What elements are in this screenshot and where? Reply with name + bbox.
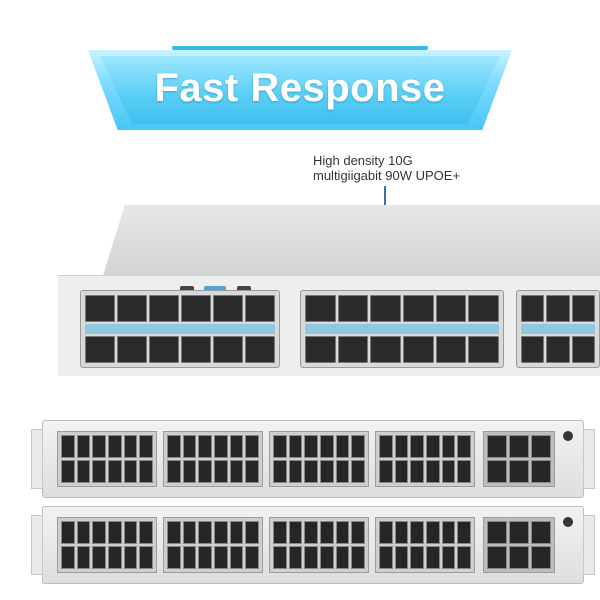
port-group (57, 431, 157, 487)
led-strip (521, 324, 595, 334)
feature-callout: High density 10G multigiigabit 90W UPOE+ (313, 153, 513, 183)
switch-chassis-top (103, 205, 600, 275)
rack-ear-right (583, 515, 595, 575)
callout-line-2: multigiigabit 90W UPOE+ (313, 168, 461, 183)
port-group (269, 517, 369, 573)
port-bank-2 (300, 290, 504, 368)
port-group (375, 517, 475, 573)
uplink-module (483, 517, 555, 573)
port-group (163, 517, 263, 573)
uplink-module (483, 431, 555, 487)
rack-switch-1 (31, 420, 595, 498)
led-strip (305, 324, 499, 334)
port-group (163, 431, 263, 487)
port-bank-3 (516, 290, 600, 368)
power-indicator-icon (563, 431, 573, 441)
port-group (57, 517, 157, 573)
callout-line-1: High density 10G (313, 153, 413, 168)
port-group (269, 431, 369, 487)
banner-title: Fast Response (154, 66, 446, 110)
power-indicator-icon (563, 517, 573, 527)
led-strip (85, 324, 275, 334)
switch-closeup (0, 195, 600, 395)
port-bank-1 (80, 290, 280, 368)
rack-switch-2 (31, 506, 595, 584)
rack-ear-right (583, 429, 595, 489)
rack-ear-left (31, 515, 43, 575)
banner-inner (100, 56, 500, 124)
rack-ear-left (31, 429, 43, 489)
port-group (375, 431, 475, 487)
banner-accent-line (172, 46, 428, 50)
